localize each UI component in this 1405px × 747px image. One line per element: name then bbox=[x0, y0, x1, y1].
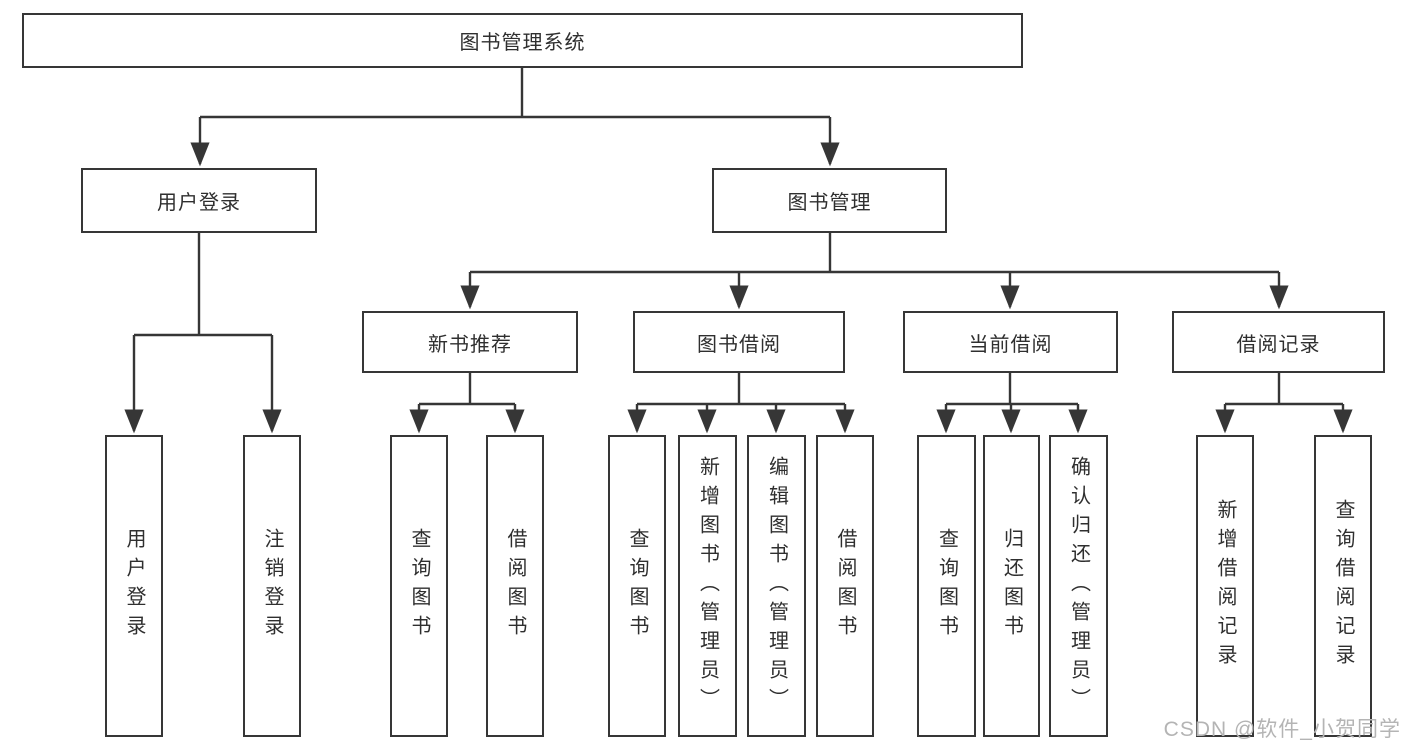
node-label: 借阅记录 bbox=[1236, 333, 1321, 356]
node-label: 图书管理系统 bbox=[459, 32, 586, 54]
leaf-label: 借阅图书 bbox=[834, 528, 856, 644]
node-label: 图书借阅 bbox=[697, 333, 781, 356]
leaf-return-books: 归还图书 bbox=[983, 435, 1040, 737]
leaf-query-books-3: 查询图书 bbox=[917, 435, 976, 737]
leaf-query-borrow-record: 查询借阅记录 bbox=[1314, 435, 1372, 737]
node-book-borrowing: 图书借阅 bbox=[633, 311, 845, 373]
node-borrow-records: 借阅记录 bbox=[1172, 311, 1385, 373]
leaf-label: 用户登录 bbox=[123, 528, 145, 644]
leaf-label: 新增借阅记录 bbox=[1214, 499, 1236, 673]
leaf-label: 查询借阅记录 bbox=[1332, 499, 1354, 673]
csdn-watermark: CSDN @软件_小贺同学 bbox=[1163, 718, 1401, 741]
node-current-borrowing: 当前借阅 bbox=[903, 311, 1118, 373]
leaf-user-login: 用户登录 bbox=[105, 435, 163, 737]
leaf-confirm-return-admin: 确认归还（管理员） bbox=[1049, 435, 1108, 737]
leaf-borrow-books-1: 借阅图书 bbox=[486, 435, 544, 737]
node-label: 用户登录 bbox=[157, 192, 241, 214]
node-label: 图书管理 bbox=[787, 192, 872, 214]
leaf-label: 编辑图书（管理员） bbox=[765, 455, 788, 717]
connector-bus-lines bbox=[134, 68, 1343, 406]
leaf-query-books-1: 查询图书 bbox=[390, 435, 448, 737]
leaf-logout: 注销登录 bbox=[243, 435, 301, 737]
node-user-login: 用户登录 bbox=[81, 168, 317, 233]
leaf-query-books-2: 查询图书 bbox=[608, 435, 666, 737]
leaf-label: 查询图书 bbox=[935, 528, 958, 644]
node-new-book-recommend: 新书推荐 bbox=[362, 311, 578, 373]
leaf-label: 确认归还（管理员） bbox=[1067, 455, 1090, 717]
leaf-label: 归还图书 bbox=[1000, 528, 1023, 644]
leaf-label: 查询图书 bbox=[408, 528, 430, 644]
node-book-management: 图书管理 bbox=[712, 168, 947, 233]
leaf-label: 查询图书 bbox=[626, 528, 648, 644]
node-label: 新书推荐 bbox=[428, 333, 512, 356]
leaf-borrow-books-2: 借阅图书 bbox=[816, 435, 874, 737]
node-library-management-system: 图书管理系统 bbox=[22, 13, 1023, 68]
leaf-add-borrow-record: 新增借阅记录 bbox=[1196, 435, 1254, 737]
leaf-edit-book-admin: 编辑图书（管理员） bbox=[747, 435, 806, 737]
leaf-label: 借阅图书 bbox=[504, 528, 526, 644]
leaf-label: 注销登录 bbox=[261, 528, 283, 644]
node-label: 当前借阅 bbox=[968, 333, 1053, 356]
leaf-label: 新增图书（管理员） bbox=[696, 455, 719, 717]
leaf-add-book-admin: 新增图书（管理员） bbox=[678, 435, 737, 737]
